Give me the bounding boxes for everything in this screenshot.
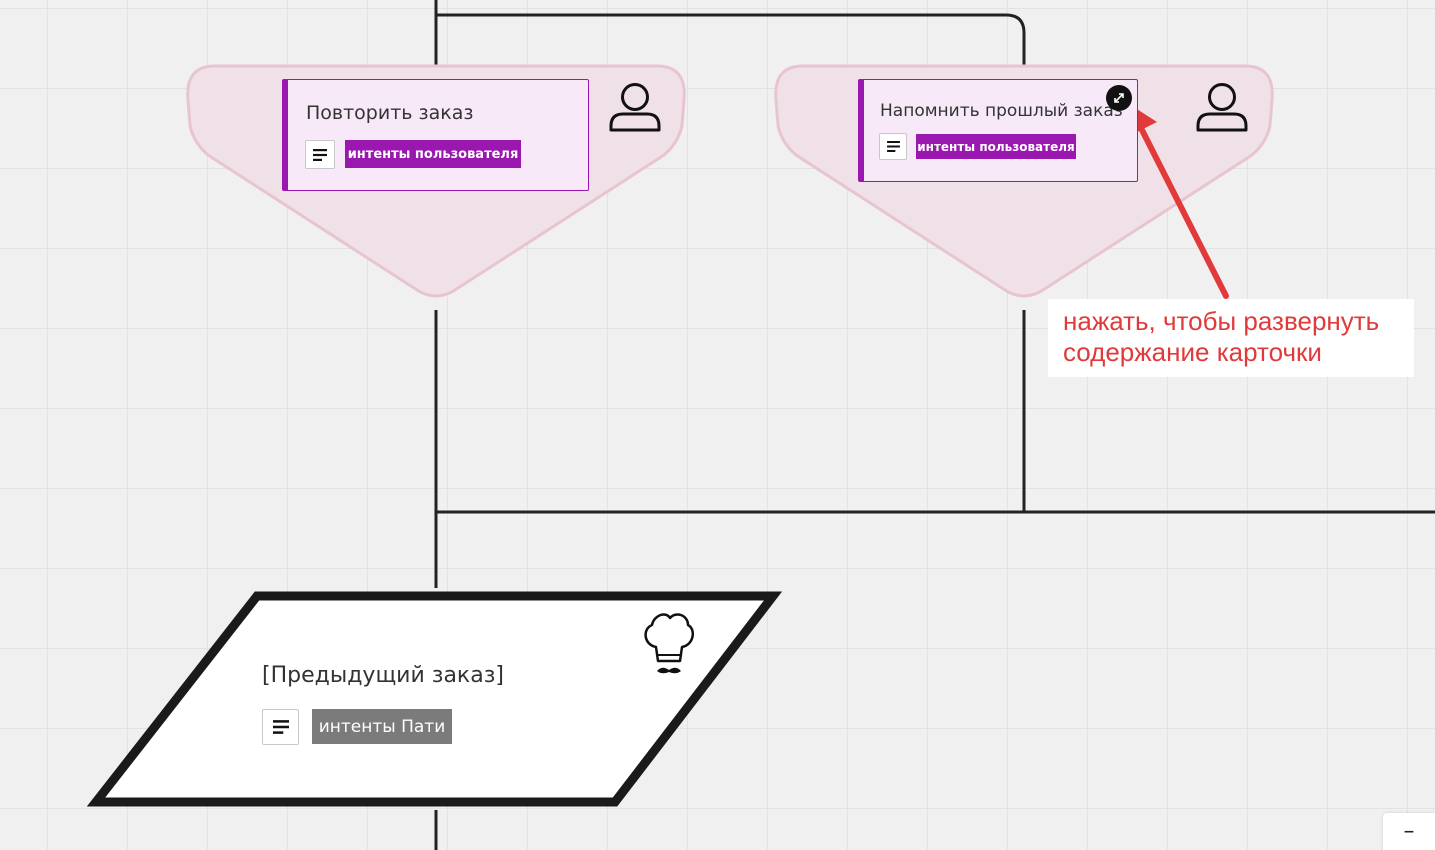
- card-remind-order[interactable]: Напомнить прошлый заказ интенты пользова…: [858, 79, 1138, 182]
- bot-card-content-button[interactable]: [262, 709, 299, 745]
- user-icon: [1196, 83, 1248, 132]
- expand-card-button[interactable]: [1106, 85, 1132, 111]
- bot-shape-previous-order: [86, 591, 783, 807]
- zoom-out-label: –: [1403, 819, 1415, 844]
- user-icon: [609, 83, 661, 132]
- card-repeat-order[interactable]: Повторить заказ интенты пользователя: [282, 79, 589, 191]
- card-title: Повторить заказ: [306, 102, 474, 124]
- card-content-button[interactable]: [305, 140, 335, 169]
- expand-icon: [1114, 93, 1124, 103]
- annotation-line-1: нажать, чтобы развернуть: [1063, 306, 1380, 336]
- document-lines-icon: [272, 720, 289, 734]
- intent-tag[interactable]: интенты пользователя: [345, 140, 521, 168]
- card-title: Напомнить прошлый заказ: [880, 101, 1123, 121]
- card-content-button[interactable]: [879, 133, 907, 160]
- annotation-line-2: содержание карточки: [1063, 337, 1322, 367]
- bot-intent-tag[interactable]: интенты Пати: [312, 709, 452, 744]
- annotation-note: нажать, чтобы развернуть содержание карт…: [1048, 299, 1414, 377]
- annotation-arrow-shaft: [1138, 125, 1229, 299]
- document-lines-icon: [886, 141, 900, 152]
- chef-hat-icon: [644, 613, 695, 674]
- intent-tag[interactable]: интенты пользователя: [916, 134, 1076, 159]
- document-lines-icon: [313, 148, 327, 161]
- bot-card-title: [Предыдущий заказ]: [262, 663, 504, 688]
- zoom-out-button[interactable]: –: [1383, 813, 1435, 850]
- connector-top-branch: [436, 13, 1026, 66]
